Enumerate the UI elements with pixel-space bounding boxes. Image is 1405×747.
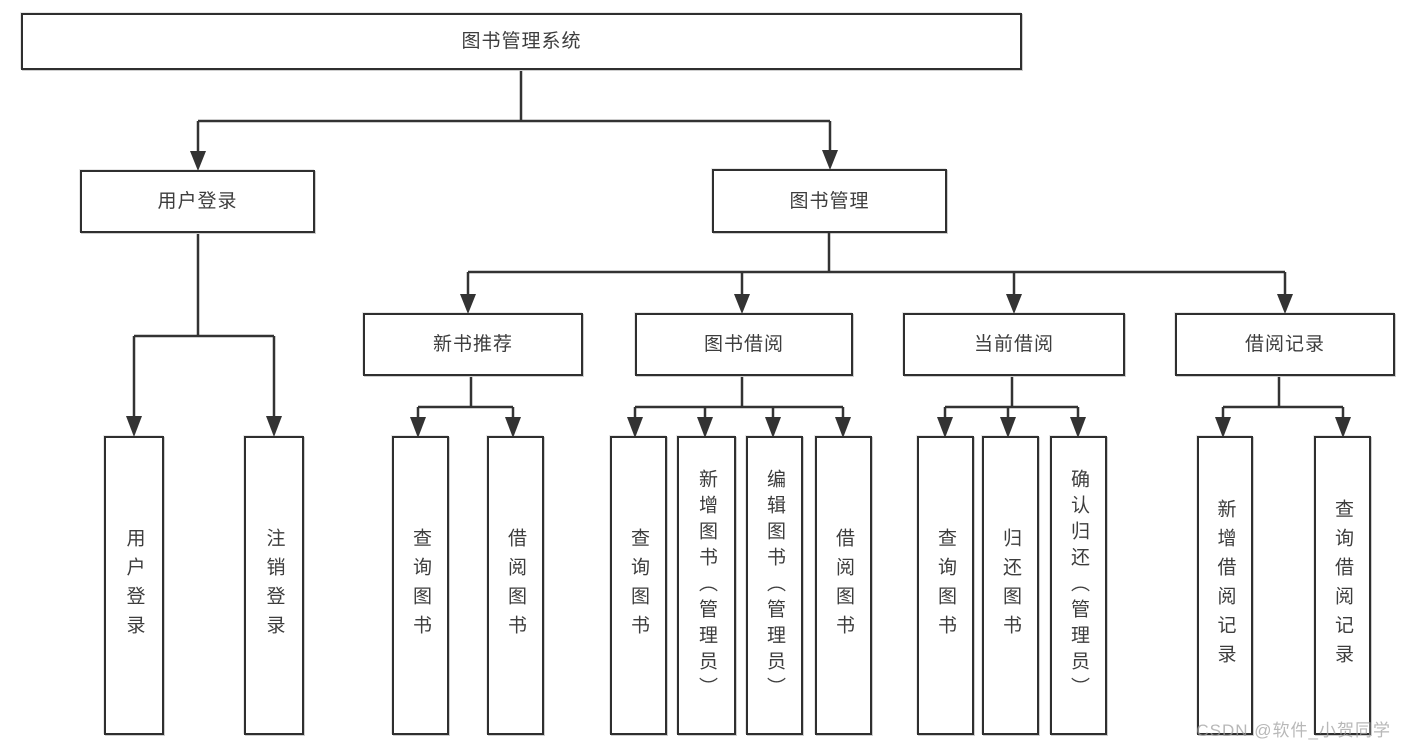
leaf-user-login: 用户登录	[104, 436, 164, 735]
leaf-logout: 注销登录	[244, 436, 304, 735]
leaf-query-book-borrow: 查询图书	[610, 436, 667, 735]
node-user-login: 用户登录	[80, 170, 315, 233]
leaf-confirm-return-admin: 确认归还（管理员）	[1050, 436, 1107, 735]
leaf-borrow-book-recommend: 借阅图书	[487, 436, 544, 735]
connector-currentborrow-to-leaves	[943, 377, 1080, 418]
node-current-borrow: 当前借阅	[903, 313, 1125, 376]
arrowheads	[126, 150, 1351, 438]
leaf-query-book-recommend: 查询图书	[392, 436, 449, 735]
connector-newbookrec-to-leaves	[416, 377, 515, 418]
leaf-query-book-current: 查询图书	[917, 436, 974, 735]
node-book-management: 图书管理	[712, 169, 947, 233]
leaf-edit-book-admin: 编辑图书（管理员）	[746, 436, 803, 735]
leaf-borrow-book: 借阅图书	[815, 436, 872, 735]
connector-root-to-level2	[196, 71, 832, 152]
connector-bookborrow-to-leaves	[633, 377, 845, 418]
leaf-add-borrow-record: 新增借阅记录	[1197, 436, 1253, 735]
connector-borrowrecord-to-leaves	[1221, 377, 1345, 418]
leaf-return-book: 归还图书	[982, 436, 1039, 735]
node-borrow-records: 借阅记录	[1175, 313, 1395, 376]
leaf-add-book-admin: 新增图书（管理员）	[677, 436, 736, 735]
node-book-borrow: 图书借阅	[635, 313, 853, 376]
connector-bookmgmt-to-level3	[466, 233, 1287, 295]
node-root-system: 图书管理系统	[21, 13, 1022, 70]
node-new-book-recommend: 新书推荐	[363, 313, 583, 376]
connector-userlogin-to-leaves	[132, 234, 276, 417]
leaf-query-borrow-record: 查询借阅记录	[1314, 436, 1371, 735]
